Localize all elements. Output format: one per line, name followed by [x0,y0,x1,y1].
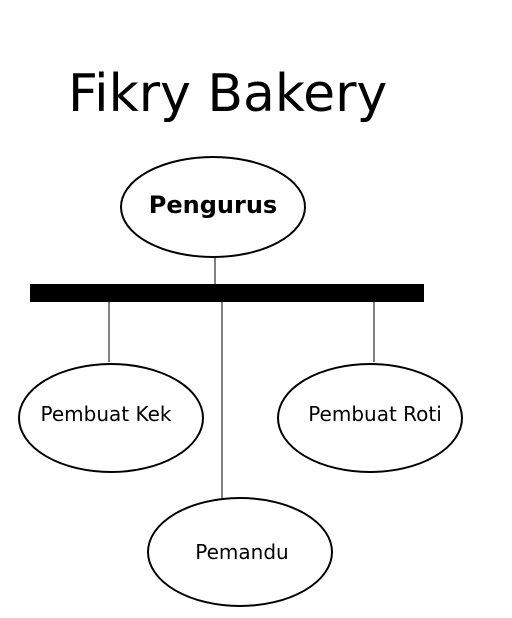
hierarchy-bar [30,284,424,302]
node-kek-ellipse [18,363,204,473]
node-pemandu-ellipse [147,497,333,607]
node-roti-label: Pembuat Roti [308,402,442,426]
node-root-ellipse [120,156,306,258]
node-kek-label: Pembuat Kek [40,402,172,426]
node-root-label: Pengurus [148,191,278,219]
node-pemandu-label: Pemandu [195,540,289,564]
diagram-title: Fikry Bakery [68,64,388,124]
node-roti-ellipse [277,363,463,473]
